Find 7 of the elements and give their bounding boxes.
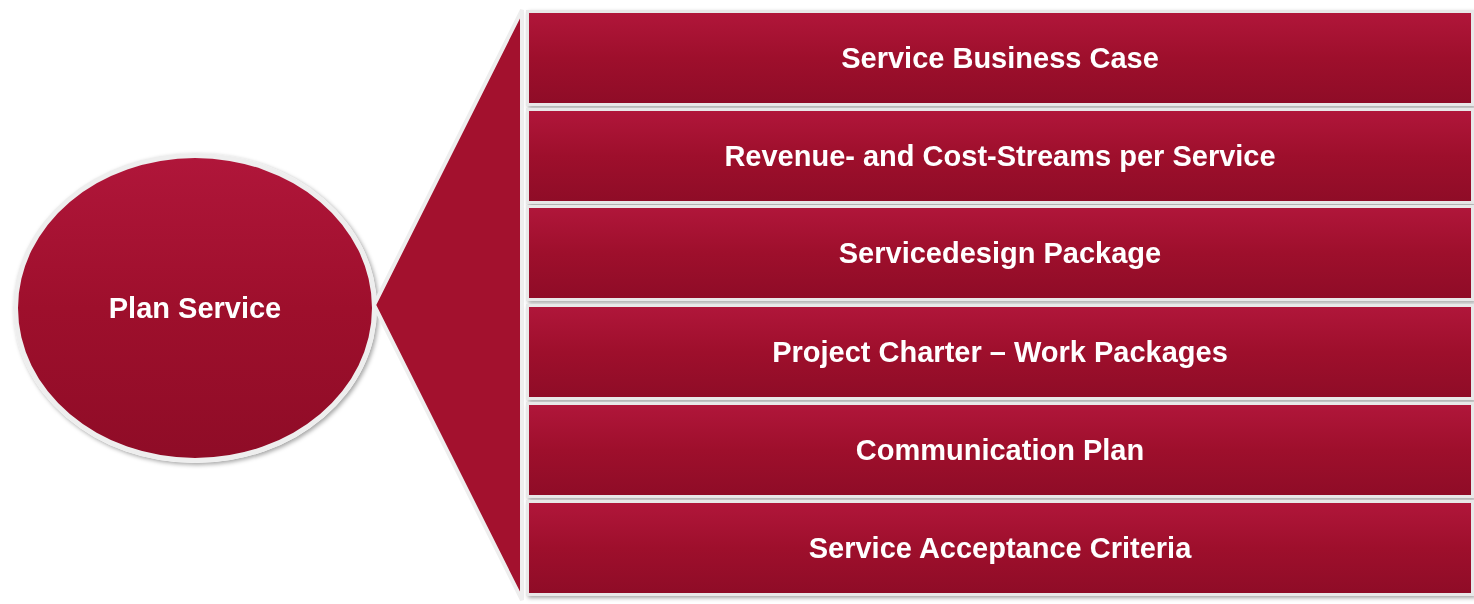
output-bar: Servicedesign Package — [526, 205, 1474, 301]
output-bar: Communication Plan — [526, 402, 1474, 498]
output-bar: Revenue- and Cost-Streams per Service — [526, 108, 1474, 204]
output-bar: Service Business Case — [526, 10, 1474, 106]
circle-node: Plan Service — [13, 153, 377, 463]
output-bar: Project Charter – Work Packages — [526, 304, 1474, 400]
output-bar: Service Acceptance Criteria — [526, 500, 1474, 596]
